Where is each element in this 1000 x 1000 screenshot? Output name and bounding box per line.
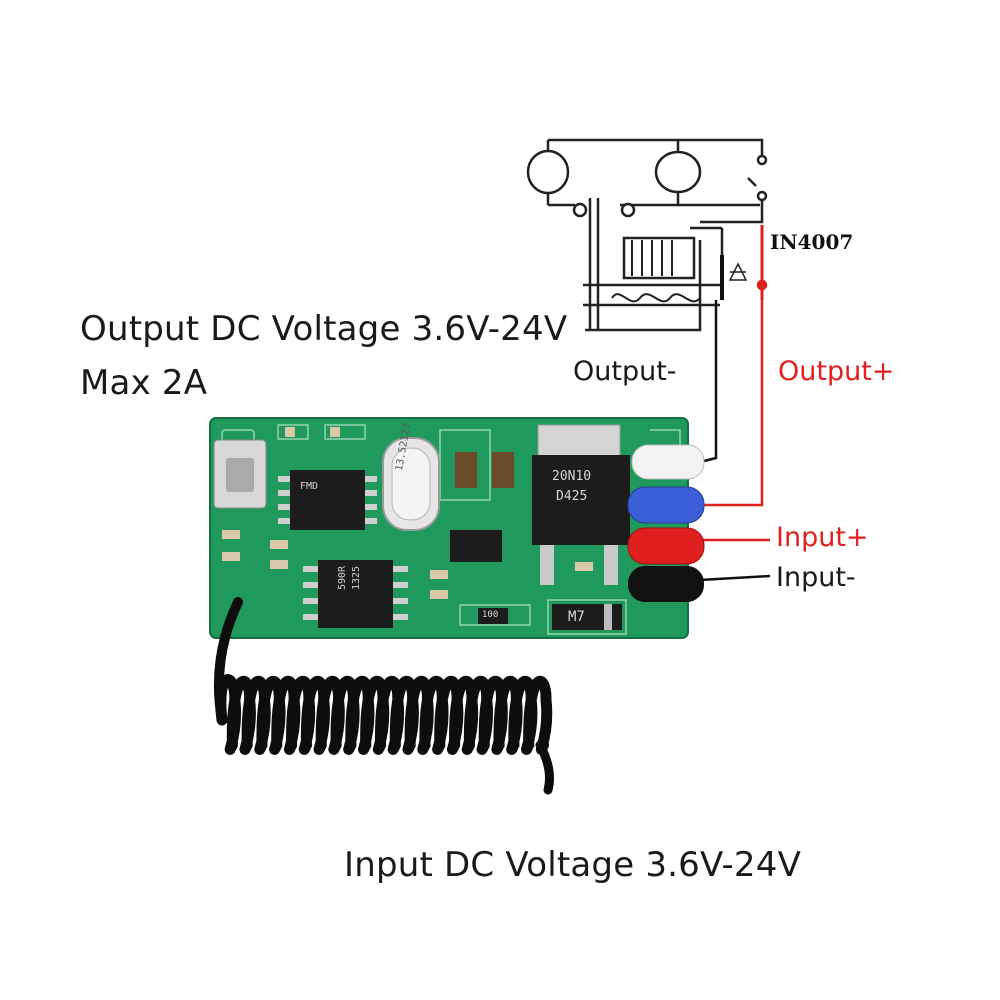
mcu-chip <box>290 470 365 530</box>
output-voltage-spec: Output DC Voltage 3.6V-24V <box>80 309 568 349</box>
lamp-right-icon <box>654 150 702 194</box>
input-minus-label: Input- <box>776 562 856 593</box>
output-minus-wire <box>699 300 718 464</box>
receiver-pcb <box>209 417 689 639</box>
mcu-marking: FMD <box>300 481 319 492</box>
diode-label: IN4007 <box>770 230 854 254</box>
transistor-sot <box>450 530 502 562</box>
decoder-chip <box>318 560 393 628</box>
decoder-marking: 590R <box>337 565 348 590</box>
decoder-code: 1325 <box>351 565 362 590</box>
output-plus-wire <box>700 300 764 507</box>
output-plus-label: Output+ <box>778 356 895 387</box>
resistor-marking: 100 <box>482 610 499 620</box>
mosfet-marking: 20N10 <box>552 469 592 484</box>
red-wire <box>627 527 705 565</box>
smd-resistor <box>478 608 508 624</box>
wire-bundle <box>627 444 705 602</box>
lead-wires <box>699 300 771 582</box>
diode-symbol-icon <box>728 262 748 281</box>
black-wire <box>628 566 704 602</box>
input-voltage-spec: Input DC Voltage 3.6V-24V <box>344 845 802 885</box>
mosfet-chip <box>532 455 630 545</box>
coiled-antenna <box>214 597 555 795</box>
max-current-spec: Max 2A <box>80 363 208 403</box>
input-plus-label: Input+ <box>776 522 869 553</box>
diode-marking: M7 <box>568 609 585 625</box>
output-minus-label: Output- <box>573 356 677 387</box>
white-wire <box>631 444 705 480</box>
mosfet-code: D425 <box>556 489 588 504</box>
input-minus-wire <box>699 574 771 582</box>
lamp-left-icon <box>526 149 570 195</box>
relay-schematic <box>526 138 768 332</box>
blue-wire <box>627 486 705 524</box>
